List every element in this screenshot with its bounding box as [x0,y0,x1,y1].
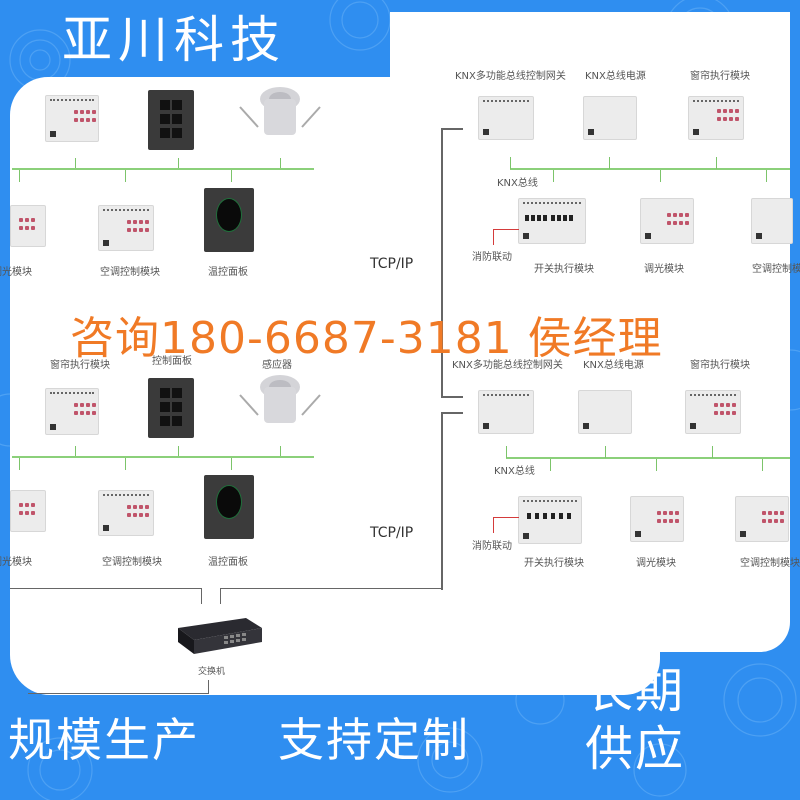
slogan-customization: 支持定制 [278,713,470,767]
ac-control-module-device [98,205,154,251]
network-switch-device [178,618,262,654]
label-dimmer-module: 调光模块 [0,267,32,278]
knx-bus-label: KNX总线 [497,178,538,189]
label-knx-power: KNX总线电源 [583,360,644,371]
label-ac-control-module: 空调控制模块 [740,558,800,569]
label-ac-control-module: 空调控制模块 [100,267,160,278]
curtain-module-device [685,390,741,434]
thermostat-panel-device [204,188,254,252]
diagram-panel-bottom-right [300,560,660,695]
label-dimmer-module: 调光模块 [636,558,676,569]
curtain-module-device [45,95,99,142]
company-title: 亚川科技 [62,11,286,69]
control-panel-device [148,378,194,438]
switch-actuator-device [518,198,586,244]
label-ac-control-module: 空调控制模块 [102,557,162,568]
knx-gateway-device [478,96,534,140]
label-dimmer-module: 调光模块 [0,557,32,568]
slogan-mass-production: 规模生产 [8,713,200,767]
ac-control-module-device [751,198,793,244]
label-curtain-module: 窗帘执行模块 [50,360,110,371]
curtain-module-device [45,388,99,435]
curtain-module-device [688,96,744,140]
label-control-panel: 控制面板 [152,356,192,367]
ac-control-module-device [98,490,154,536]
control-panel-device [148,90,194,150]
contact-overlay-text: 咨询180-6687-3181 侯经理 [70,313,663,364]
bus-line [12,456,314,458]
label-knx-gateway: KNX多功能总线控制网关 [452,360,563,371]
tcp-ip-label: TCP/IP [370,256,414,272]
dimmer-module-device [10,490,46,532]
knx-bus-line [506,457,790,459]
switch-label: 交换机 [198,667,226,677]
label-motion-sensor: 感应器 [262,360,292,371]
ac-control-module-device [735,496,789,542]
switch-actuator-device [518,496,582,544]
knx-bus-label: KNX总线 [494,466,535,477]
label-knx-gateway: KNX多功能总线控制网关 [455,71,566,82]
diagram-panel-left [10,77,390,597]
thermostat-panel-device [204,475,254,539]
label-thermostat-panel: 温控面板 [208,267,248,278]
tcp-ip-label: TCP/IP [370,525,414,541]
fire-link-label: 消防联动 [472,541,512,552]
label-switch-actuator: 开关执行模块 [524,558,584,569]
fire-link-label: 消防联动 [472,252,512,263]
bus-line [12,168,314,170]
label-dimmer-module: 调光模块 [644,264,684,275]
dimmer-module-device [630,496,684,542]
motion-sensor-device [239,87,321,135]
dimmer-module-device [640,198,694,244]
knx-bus-line [510,168,790,170]
slogan-long-term-supply: 长期供应 [585,663,686,777]
label-knx-power: KNX总线电源 [585,71,646,82]
knx-gateway-device [478,390,534,434]
motion-sensor-device [239,375,321,423]
label-switch-actuator: 开关执行模块 [534,264,594,275]
dimmer-module-device [10,205,46,247]
label-curtain-module: 窗帘执行模块 [690,360,750,371]
knx-power-device [578,390,632,434]
label-ac-control-module: 空调控制模块 [752,264,800,275]
knx-power-device [583,96,637,140]
label-curtain-module: 窗帘执行模块 [690,71,750,82]
label-thermostat-panel: 温控面板 [208,557,248,568]
